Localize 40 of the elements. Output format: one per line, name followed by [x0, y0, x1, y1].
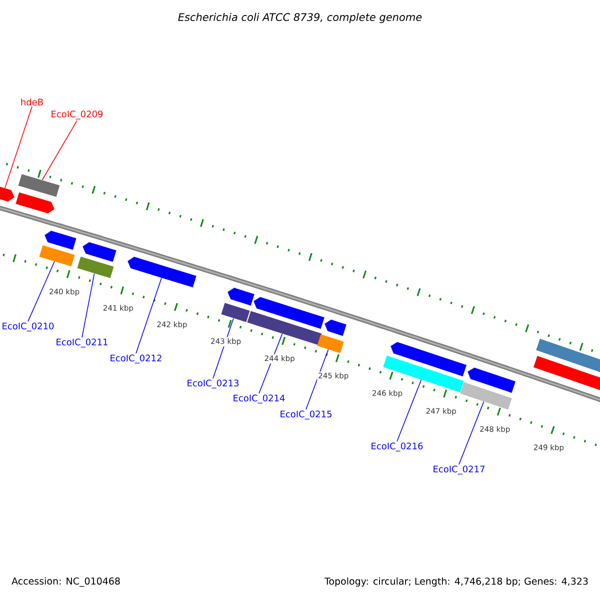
gene-feature — [0, 186, 14, 202]
title: Escherichia coli ATCC 8739, complete genome — [178, 12, 422, 24]
gene-feature — [77, 256, 114, 278]
gene-feature — [324, 320, 346, 336]
gene-feature — [39, 245, 75, 266]
leader-line — [4, 106, 32, 188]
gene-feature — [16, 192, 54, 214]
gene-feature — [468, 368, 516, 393]
gene-feature — [317, 334, 344, 354]
footer-text: Accession: NC_010468 — [12, 577, 120, 587]
leader-line — [28, 261, 55, 322]
gene-feature — [228, 288, 254, 306]
gene-feature — [247, 311, 322, 346]
footer-text: Topology: circular; Length: 4,746,218 bp; Genes: 4,323 — [324, 577, 588, 587]
gene-label: hdeB — [21, 98, 43, 106]
gene-label: EcoIC_0209 — [52, 110, 103, 120]
gene-label: EcoIC_0213 — [188, 380, 239, 388]
gene-feature — [390, 342, 467, 376]
gene-feature — [533, 356, 600, 392]
gene-label: EcoIC_0214 — [234, 394, 285, 404]
leader-line — [306, 349, 329, 410]
gene-label: EcoIC_0216 — [372, 442, 423, 452]
gene-label: EcoIC_0212 — [110, 354, 162, 364]
gene-label: EcoIC_0211 — [56, 338, 108, 348]
gene-feature — [128, 256, 196, 288]
leader-line — [396, 379, 422, 442]
gene-feature — [221, 302, 250, 322]
leader-line — [82, 273, 95, 338]
leader-line — [136, 278, 162, 354]
gene-feature — [536, 338, 600, 375]
gene-label: EcoIC_0210 — [2, 322, 54, 332]
leader-line — [458, 401, 484, 465]
gene-feature — [82, 242, 116, 262]
gene-label: EcoIC_0217 — [434, 466, 484, 474]
gene-feature — [254, 296, 324, 329]
gene-feature — [44, 230, 76, 250]
gene-label: EcoIC_0215 — [280, 410, 332, 420]
leader-line — [42, 120, 78, 180]
gene-feature — [18, 174, 60, 197]
gene-feature — [460, 382, 512, 410]
